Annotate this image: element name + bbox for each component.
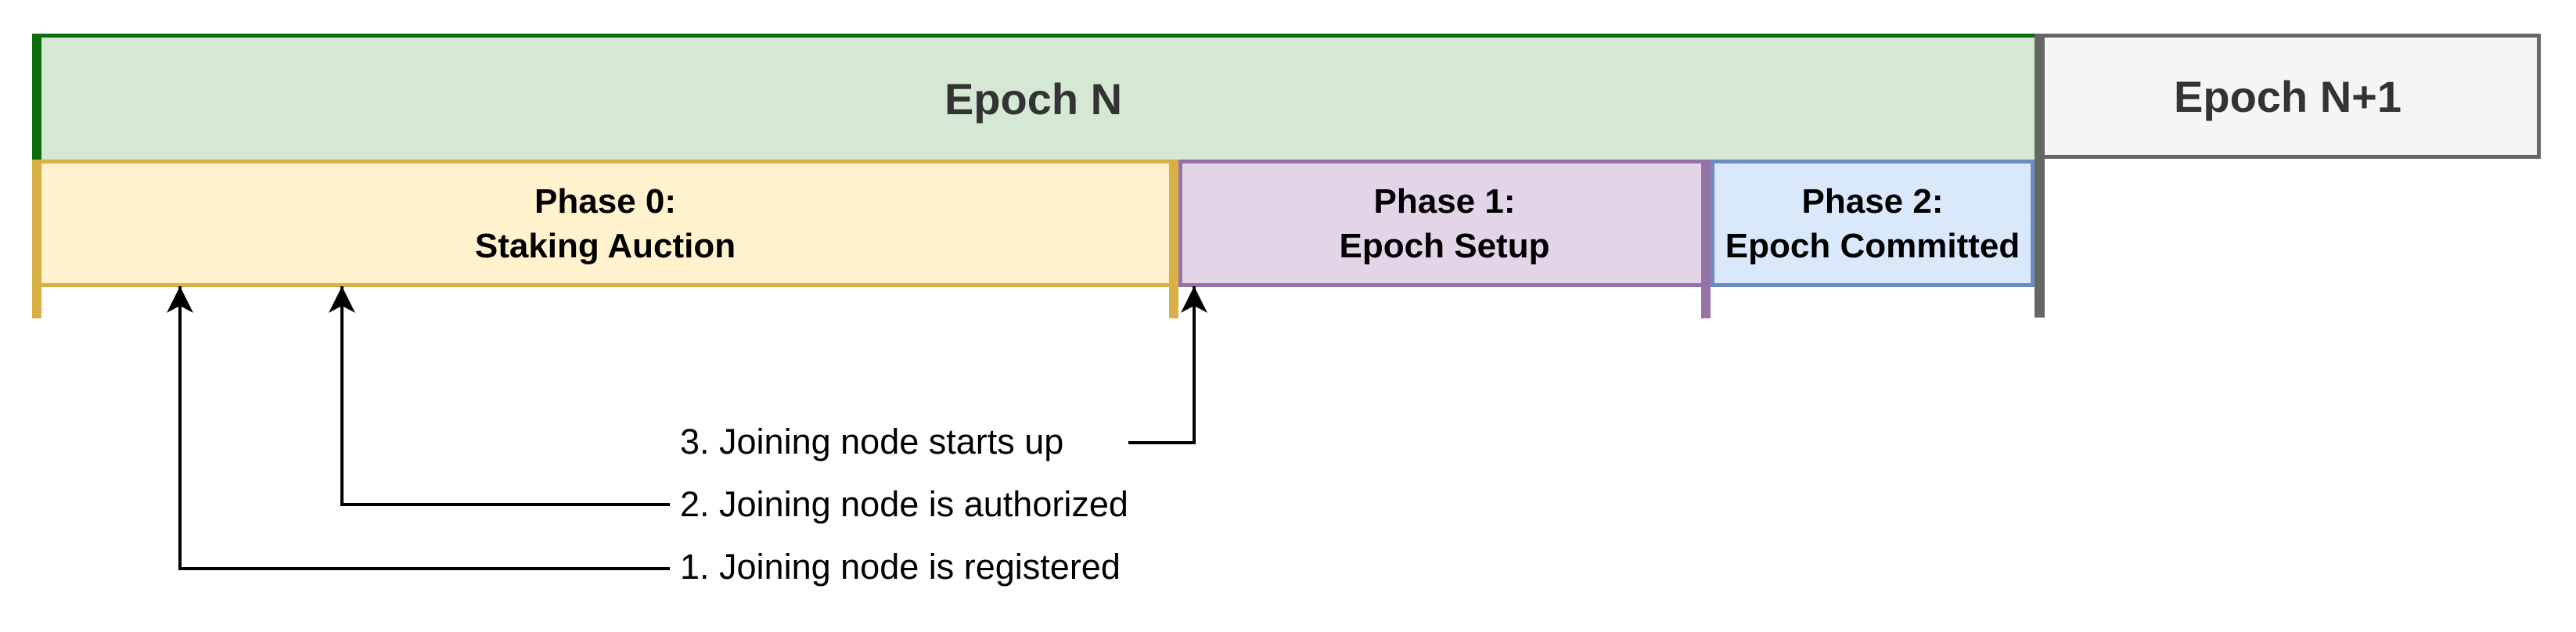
phase-0-title: Phase 0: xyxy=(534,181,676,221)
epoch-n-start-tick xyxy=(32,34,41,160)
arrow-starts-up xyxy=(1128,286,1207,444)
epoch-n1-label: Epoch N+1 xyxy=(2174,71,2402,121)
phase-0-start-tick xyxy=(32,160,41,318)
arrow-registered xyxy=(167,286,670,570)
phase-1-subtitle: Epoch Setup xyxy=(1339,226,1550,265)
epoch-n-bar: Epoch N xyxy=(32,34,2035,160)
phase-0-subtitle: Staking Auction xyxy=(474,226,736,265)
phase-2-title: Phase 2: xyxy=(1801,181,1944,221)
arrow-authorized xyxy=(329,286,670,506)
phase-1-end-tick xyxy=(1701,160,1711,318)
phase-1-bar: Phase 1: Epoch Setup xyxy=(1178,160,1711,287)
phase-2-bar: Phase 2: Epoch Committed xyxy=(1711,160,2035,287)
epoch-n1-bar: Epoch N+1 xyxy=(2035,34,2541,159)
annotation-node-authorized: 2. Joining node is authorized xyxy=(680,484,1128,524)
phase-2-subtitle: Epoch Committed xyxy=(1725,226,2020,265)
phase-1-title: Phase 1: xyxy=(1373,181,1516,221)
annotation-node-registered: 1. Joining node is registered xyxy=(680,547,1121,587)
annotation-node-starts-up: 3. Joining node starts up xyxy=(680,422,1064,461)
epoch-n1-start-divider xyxy=(2035,34,2045,318)
phase-0-bar: Phase 0: Staking Auction xyxy=(32,160,1178,287)
epoch-n-label: Epoch N xyxy=(944,74,1123,124)
phase-0-end-tick xyxy=(1169,160,1178,318)
